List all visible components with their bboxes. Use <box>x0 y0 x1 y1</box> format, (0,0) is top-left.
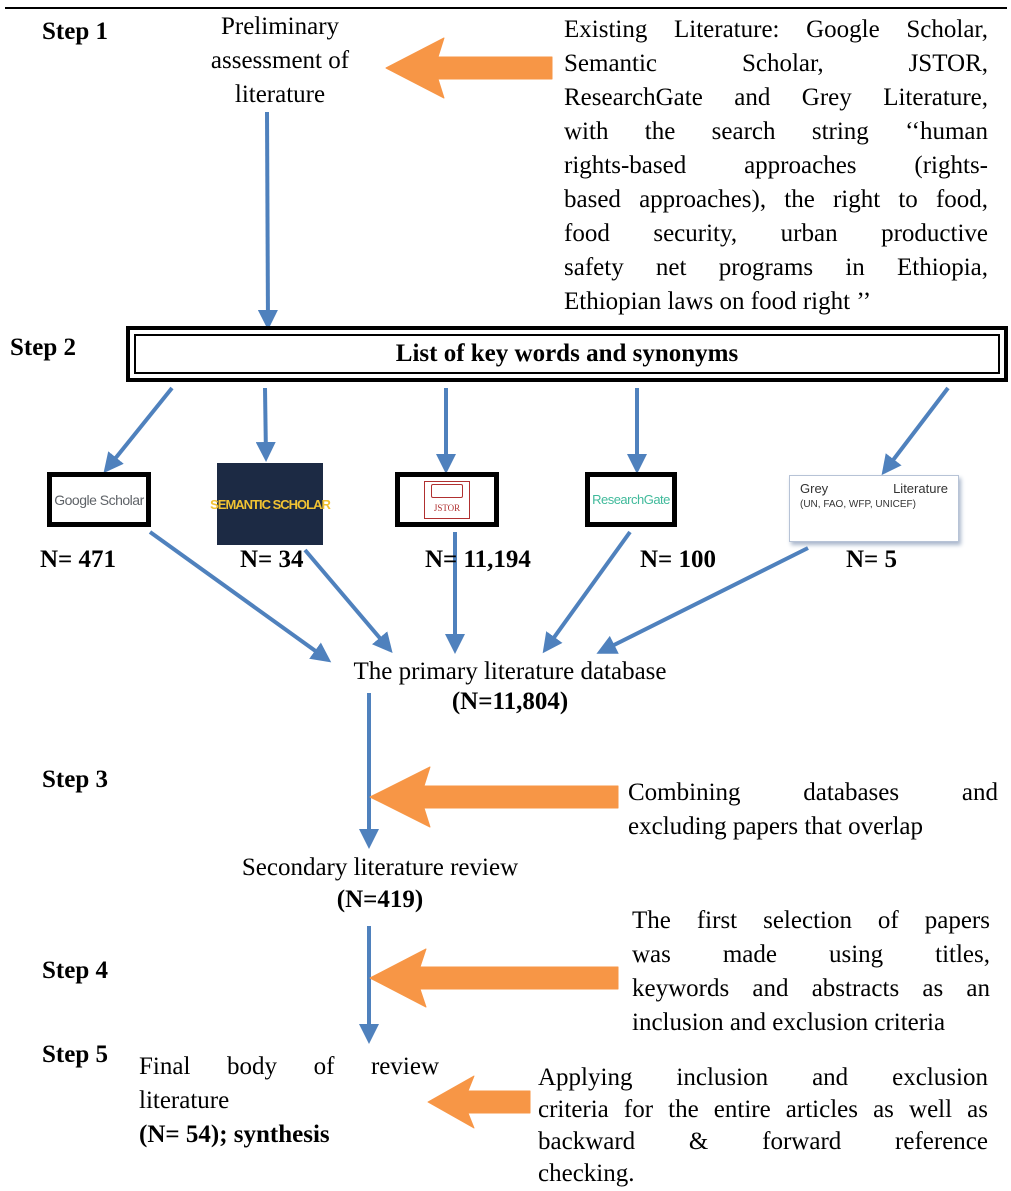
grey-literature-sub: (UN, FAO, WFP, UNICEF) <box>800 499 916 510</box>
jstor-mark: JSTOR <box>424 480 470 519</box>
sources-line: safety net programs in Ethiopia, <box>564 254 988 281</box>
sources-line: based approaches), the right to food, <box>564 186 988 213</box>
step-4-note-line: The first selection of papers <box>632 907 990 934</box>
arrow-keywords-to-google-scholar <box>103 386 174 474</box>
final-body-of-review: Final body of review literature (N= 54);… <box>139 1050 439 1152</box>
top-rule <box>5 7 1007 9</box>
count-researchgate: N= 100 <box>640 546 717 573</box>
secondary-review-count: (N=419) <box>336 886 424 913</box>
semantic-scholar-logo-text: SEMANTIC SCHOLAR <box>210 496 331 512</box>
sources-line: Semantic Scholar, JSTOR, <box>564 50 988 77</box>
final-body-count: (N= 54); synthesis <box>139 1121 330 1148</box>
step-3-note-line: excluding papers that overlap <box>628 813 924 840</box>
count-semantic-scholar: N= 34 <box>240 546 304 573</box>
step-4-note-line: keywords and abstracts as an <box>632 975 990 1002</box>
count-google-scholar: N= 471 <box>40 546 117 573</box>
sources-line: rights-based approaches (rights- <box>564 152 988 179</box>
step-5-note-line: Applying inclusion and exclusion <box>538 1064 988 1091</box>
arrow-researchgate-to-primary <box>542 530 632 654</box>
keywords-box: List of key words and synonyms <box>126 326 1008 382</box>
jstor-logo-text: JSTOR <box>433 502 461 513</box>
arrow-keywords-to-grey-literature <box>881 386 950 476</box>
step-1-label: Step 1 <box>42 18 108 45</box>
researchgate-logo: ResearchGate <box>585 472 677 527</box>
jstor-logo: JSTOR <box>395 472 499 527</box>
arrow-google-scholar-to-primary <box>148 530 332 663</box>
arrow-keywords-to-semantic-scholar <box>255 387 276 462</box>
secondary-literature-review: Secondary literature review (N=419) <box>170 852 590 916</box>
step-5-label: Step 5 <box>42 1041 108 1068</box>
step-5-note-line: checking. <box>538 1160 635 1187</box>
orange-arrow-step-4 <box>369 948 619 1008</box>
step-5-note: Applying inclusion and exclusion criteri… <box>538 1062 988 1190</box>
step-4-label: Step 4 <box>42 957 108 984</box>
preliminary-line-2: assessment of <box>210 47 350 74</box>
sources-line: food security, urban productive <box>564 220 988 247</box>
jstor-emblem-icon <box>431 483 463 498</box>
step-5-note-line: criteria for the entire articles as well… <box>538 1096 988 1123</box>
count-jstor: N= 11,194 <box>425 546 531 573</box>
semantic-scholar-logo: SEMANTIC SCHOLAR <box>210 463 331 545</box>
step-3-label: Step 3 <box>42 766 108 793</box>
sources-line: ResearchGate and Grey Literature, <box>564 84 988 111</box>
existing-literature-text: Existing Literature: Google Scholar, Sem… <box>564 13 988 319</box>
primary-db-count: (N=11,804) <box>451 688 569 715</box>
grey-literature-title: Grey Literature <box>800 481 948 496</box>
step-4-note-line: was made using titles, <box>632 941 990 968</box>
orange-arrow-step-5 <box>427 1075 531 1129</box>
sources-line: Ethiopian laws on food right ’’ <box>564 288 872 315</box>
orange-arrow-step-3 <box>369 766 619 828</box>
secondary-review-label: Secondary literature review <box>241 854 519 881</box>
google-scholar-logo-text: Google Scholar <box>54 491 144 508</box>
sources-line: Existing Literature: Google Scholar, <box>564 16 988 43</box>
primary-db-label: The primary literature database <box>353 658 667 685</box>
step-3-note-line: Combining databases and <box>628 779 998 806</box>
grey-literature-logo: Grey Literature (UN, FAO, WFP, UNICEF) <box>789 475 959 542</box>
sources-line: with the search string ‘‘human <box>564 118 988 145</box>
preliminary-line-3: literature <box>234 81 326 108</box>
arrow-semantic-scholar-to-primary <box>303 548 393 654</box>
preliminary-line-1: Preliminary <box>220 13 340 40</box>
step-4-note: The first selection of papers was made u… <box>632 904 990 1040</box>
final-body-line: Final body of review <box>139 1053 439 1080</box>
researchgate-logo-text: ResearchGate <box>592 492 670 507</box>
orange-arrow-step-1 <box>385 37 553 99</box>
google-scholar-logo: Google Scholar <box>47 472 151 527</box>
step-5-note-line: backward & forward reference <box>538 1128 988 1155</box>
primary-literature-database: The primary literature database (N=11,80… <box>300 657 720 717</box>
preliminary-assessment: Preliminary assessment of literature <box>160 10 400 112</box>
final-body-line: literature <box>139 1087 230 1114</box>
step-4-note-line: inclusion and exclusion criteria <box>632 1009 946 1036</box>
count-grey-literature: N= 5 <box>846 546 898 573</box>
keywords-box-label: List of key words and synonyms <box>134 334 1000 374</box>
step-3-note: Combining databases and excluding papers… <box>628 776 998 844</box>
arrow-grey-literature-to-primary <box>596 546 809 654</box>
arrow-assessment-to-keywords <box>257 111 278 330</box>
step-2-label: Step 2 <box>10 334 76 361</box>
